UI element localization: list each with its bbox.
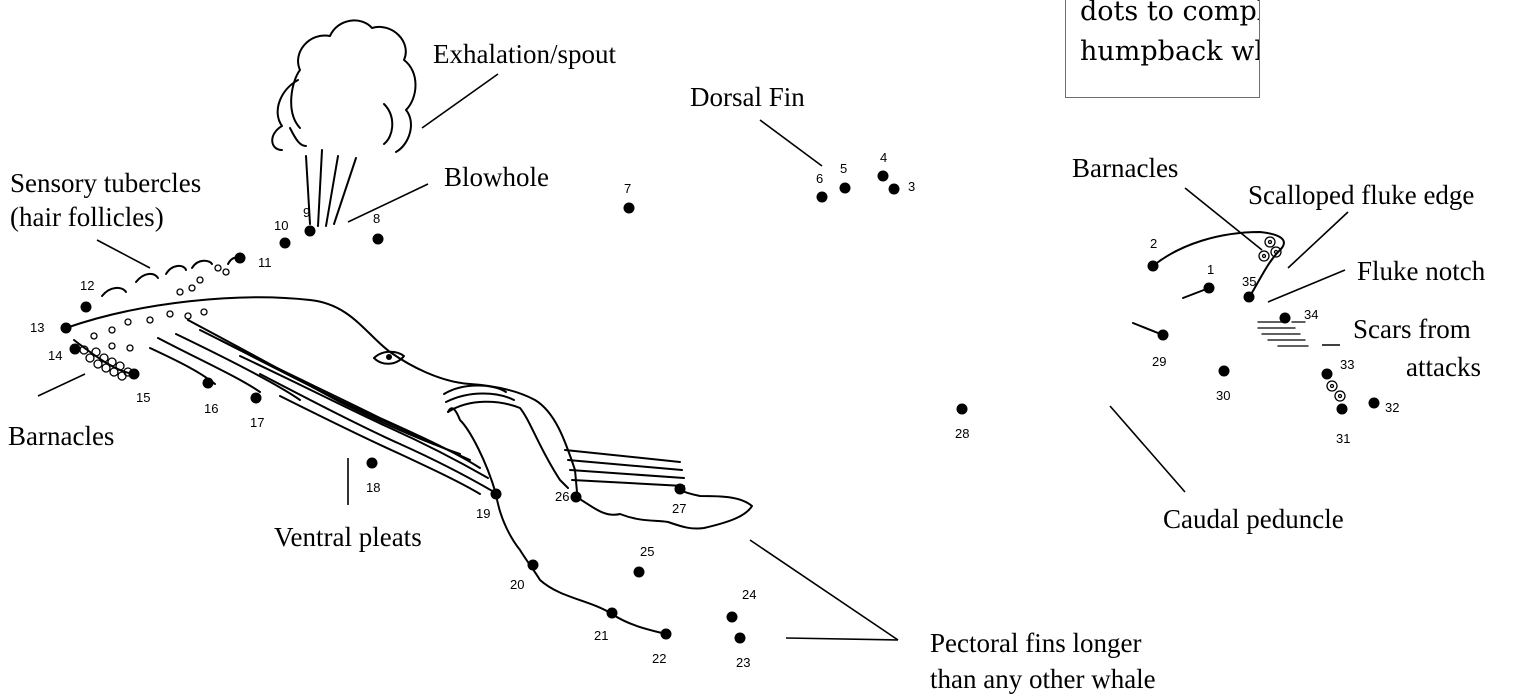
dot-29 (1157, 329, 1169, 341)
dot-14 (69, 343, 81, 355)
dot-number-21: 21 (594, 628, 608, 643)
dot-number-19: 19 (476, 506, 490, 521)
dot-25 (633, 566, 645, 578)
label-barnacles-tail: Barnacles (1072, 153, 1178, 183)
dot-number-35: 35 (1242, 274, 1256, 289)
dot-number-2: 2 (1150, 236, 1157, 251)
dot-number-23: 23 (736, 655, 750, 670)
whale-body-drawing (65, 256, 753, 635)
dot-5 (839, 182, 851, 194)
leader-lines (37, 73, 1349, 641)
dot-31 (1336, 403, 1348, 415)
label-sensory-tubercles: Sensory tubercles (10, 168, 201, 198)
instruction-box: dots to complete the humpback whale. (1065, 0, 1260, 98)
label-pectoral-fins-1: Pectoral fins longer (930, 628, 1141, 658)
dot-15 (128, 368, 140, 380)
dot-7 (623, 202, 635, 214)
dot-16 (202, 377, 214, 389)
dot-number-17: 17 (250, 415, 264, 430)
dot-23 (734, 632, 746, 644)
dot-number-10: 10 (274, 218, 288, 233)
dot-number-6: 6 (816, 171, 823, 186)
dot-number-16: 16 (204, 401, 218, 416)
dot-number-32: 32 (1385, 400, 1399, 415)
dot-number-14: 14 (48, 348, 62, 363)
dot-number-22: 22 (652, 651, 666, 666)
dot-12 (80, 301, 92, 313)
eye-icon (373, 350, 405, 365)
dot-number-9: 9 (303, 205, 310, 220)
dot-number-15: 15 (136, 390, 150, 405)
dot-number-18: 18 (366, 480, 380, 495)
dot-number-33: 33 (1340, 357, 1354, 372)
dot-number-13: 13 (30, 320, 44, 335)
dot-22 (660, 628, 672, 640)
dot-34 (1279, 312, 1291, 324)
dot-number-1: 1 (1207, 262, 1214, 277)
dot-20 (527, 559, 539, 571)
dot-number-20: 20 (510, 577, 524, 592)
instruction-line-2: humpback whale. (1080, 36, 1259, 67)
dot-number-34: 34 (1304, 307, 1318, 322)
dot-35 (1243, 291, 1255, 303)
dot-number-28: 28 (955, 426, 969, 441)
dot-28 (956, 403, 968, 415)
dot-26 (570, 491, 582, 503)
label-ventral-pleats: Ventral pleats (274, 522, 422, 552)
dot-1 (1203, 282, 1215, 294)
dot-13 (60, 322, 72, 334)
dot-19 (490, 488, 502, 500)
dot-number-5: 5 (840, 161, 847, 176)
dot-21 (606, 607, 618, 619)
dot-number-24: 24 (742, 587, 756, 602)
label-blowhole: Blowhole (444, 162, 549, 192)
dot-4 (877, 170, 889, 182)
dot-number-30: 30 (1216, 388, 1230, 403)
dot-24 (726, 611, 738, 623)
dot-9 (304, 225, 316, 237)
dot-17 (250, 392, 262, 404)
dot-number-26: 26 (555, 489, 569, 504)
dot-number-31: 31 (1336, 431, 1350, 446)
dot-8 (372, 233, 384, 245)
label-dorsal-fin: Dorsal Fin (690, 82, 805, 112)
dot-30 (1218, 365, 1230, 377)
label-caudal-peduncle: Caudal peduncle (1163, 504, 1344, 534)
dot-33 (1321, 368, 1333, 380)
dot-32 (1368, 397, 1380, 409)
dot-11 (234, 252, 246, 264)
label-barnacles-head: Barnacles (8, 421, 114, 451)
dot-number-12: 12 (80, 278, 94, 293)
label-fluke-notch: Fluke notch (1357, 256, 1486, 286)
dot-number-4: 4 (880, 150, 887, 165)
label-scars-from: Scars from (1353, 314, 1471, 344)
dot-10 (279, 237, 291, 249)
spout-drawing (271, 19, 417, 227)
labels: Exhalation/spout Dorsal Fin Blowhole Sen… (8, 39, 1486, 694)
label-exhalation: Exhalation/spout (433, 39, 616, 69)
instruction-line-1: dots to complete the (1080, 0, 1259, 27)
tail-drawing (1132, 231, 1346, 402)
dot-27 (674, 483, 686, 495)
dot-number-7: 7 (624, 181, 631, 196)
label-attacks: attacks (1406, 352, 1481, 382)
dot-number-11: 11 (258, 255, 272, 270)
label-hair-follicles: (hair follicles) (10, 202, 164, 232)
dot-number-3: 3 (908, 179, 915, 194)
dot-number-8: 8 (373, 211, 380, 226)
dot-18 (366, 457, 378, 469)
label-pectoral-fins-2: than any other whale (930, 664, 1156, 694)
dot-6 (816, 191, 828, 203)
dot-number-25: 25 (640, 544, 654, 559)
label-scalloped-fluke-edge: Scalloped fluke edge (1248, 180, 1474, 210)
dot-number-29: 29 (1152, 354, 1166, 369)
dot-number-27: 27 (672, 501, 686, 516)
dot-3 (888, 183, 900, 195)
dot-2 (1147, 260, 1159, 272)
